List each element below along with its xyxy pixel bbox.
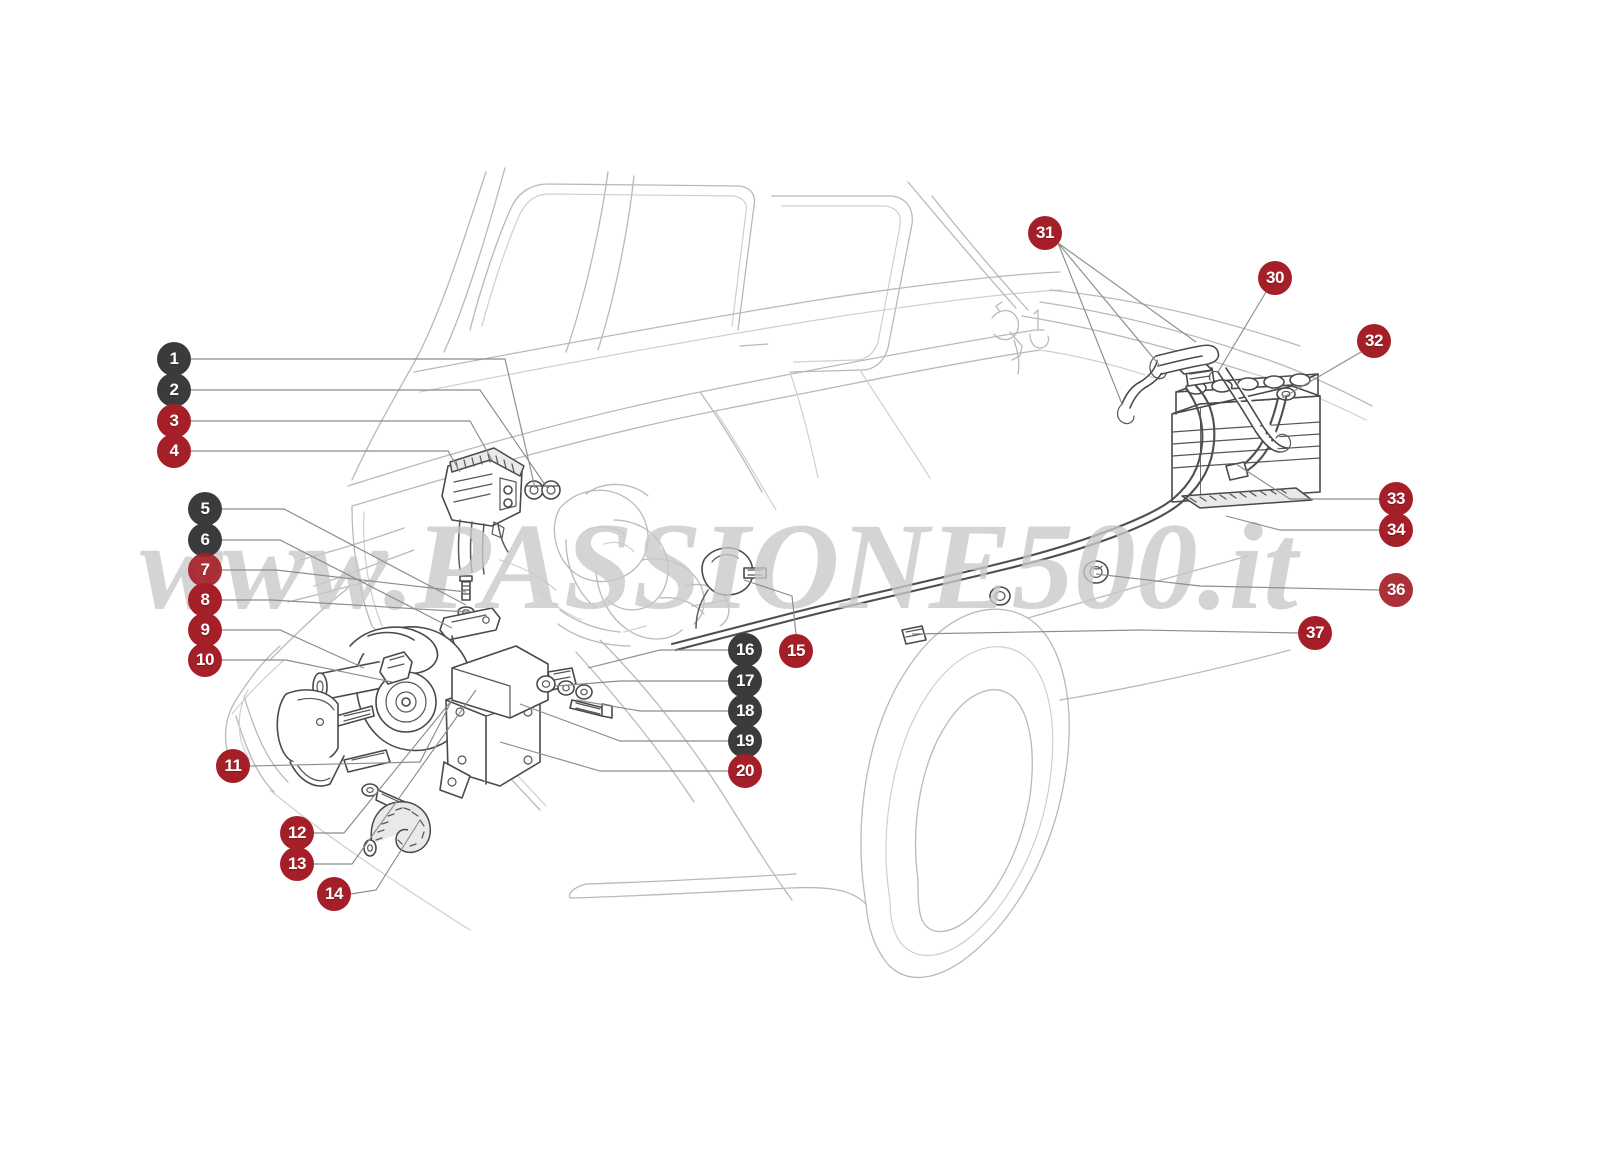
- engine-bay-switch: [695, 547, 767, 629]
- callout-badge-12[interactable]: 12: [280, 816, 314, 850]
- callout-badge-16[interactable]: 16: [728, 633, 762, 667]
- callout-badge-36[interactable]: 36: [1379, 573, 1413, 607]
- callout-badge-13[interactable]: 13: [280, 847, 314, 881]
- callout-badge-31[interactable]: 31: [1028, 216, 1062, 250]
- callout-badge-3[interactable]: 3: [157, 404, 191, 438]
- cable-grommet-lower: [989, 586, 1011, 606]
- cable-grommet-upper: [1083, 560, 1109, 584]
- callout-badge-7[interactable]: 7: [188, 553, 222, 587]
- callout-leader-1: [191, 358, 536, 489]
- callout-leader-36: [1095, 573, 1380, 591]
- callout-badge-19[interactable]: 19: [728, 724, 762, 758]
- callout-badge-30[interactable]: 30: [1258, 261, 1292, 295]
- callout-leader-33: [1235, 463, 1379, 500]
- callout-badge-8[interactable]: 8: [188, 583, 222, 617]
- callout-badge-33[interactable]: 33: [1379, 482, 1413, 516]
- callout-leader-11: [249, 699, 453, 767]
- callout-leader-20: [499, 741, 728, 772]
- callout-leader-4: [191, 450, 461, 473]
- callout-leader-30: [1217, 291, 1267, 373]
- callout-badge-18[interactable]: 18: [728, 694, 762, 728]
- cable-clip: [901, 625, 927, 645]
- callout-badge-34[interactable]: 34: [1379, 513, 1413, 547]
- callout-leader-32: [1281, 351, 1362, 399]
- starter-motor-housing: [439, 645, 577, 799]
- regulator-fasteners: [524, 480, 561, 500]
- callout-leader-2: [191, 389, 549, 490]
- callout-badge-17[interactable]: 17: [728, 664, 762, 698]
- battery-cell-caps: [1185, 373, 1311, 395]
- engine-bay-small-parts: [991, 301, 1050, 375]
- callout-badge-37[interactable]: 37: [1298, 616, 1332, 650]
- callout-badge-5[interactable]: 5: [188, 492, 222, 526]
- callout-badge-20[interactable]: 20: [728, 754, 762, 788]
- callout-leader-17: [555, 680, 728, 687]
- callout-leader-7: [222, 569, 467, 593]
- callout-leader-8: [222, 599, 469, 613]
- callout-badge-14[interactable]: 14: [317, 877, 351, 911]
- callout-leader-16: [587, 649, 728, 669]
- callout-badge-10[interactable]: 10: [188, 643, 222, 677]
- callout-leader-34: [1225, 515, 1379, 531]
- starter-fastener-set: [536, 675, 613, 719]
- callout-badge-11[interactable]: 11: [216, 749, 250, 783]
- braided-ground-strap: [363, 801, 432, 857]
- callout-badge-1[interactable]: 1: [157, 342, 191, 376]
- callout-leader-14: [350, 819, 421, 895]
- callout-badge-6[interactable]: 6: [188, 523, 222, 557]
- car-body-outline: [224, 167, 1373, 979]
- callout-leader-19: [519, 703, 728, 742]
- callout-leader-9: [222, 629, 365, 669]
- voltage-regulator-part: [441, 447, 525, 575]
- callout-leader-13: [314, 689, 477, 865]
- callout-leader-15: [743, 579, 797, 635]
- callout-badge-32[interactable]: 32: [1357, 324, 1391, 358]
- callout-leader-31: [1057, 242, 1197, 405]
- callout-leader-6: [222, 539, 453, 629]
- callout-badge-9[interactable]: 9: [188, 613, 222, 647]
- callout-leader-12: [314, 699, 453, 834]
- callout-leader-5: [222, 508, 467, 606]
- callout-leader-37: [911, 629, 1299, 635]
- callout-leader-10: [222, 659, 393, 683]
- callout-badge-15[interactable]: 15: [779, 634, 813, 668]
- battery-holddown-hardware: [1116, 344, 1292, 453]
- callout-badge-2[interactable]: 2: [157, 373, 191, 407]
- callout-leader-3: [191, 420, 493, 461]
- dynamo-generator-part: [276, 626, 474, 787]
- callout-badge-4[interactable]: 4: [157, 434, 191, 468]
- callout-leader-18: [575, 699, 728, 712]
- engine-gearbox-assembly: [499, 483, 730, 647]
